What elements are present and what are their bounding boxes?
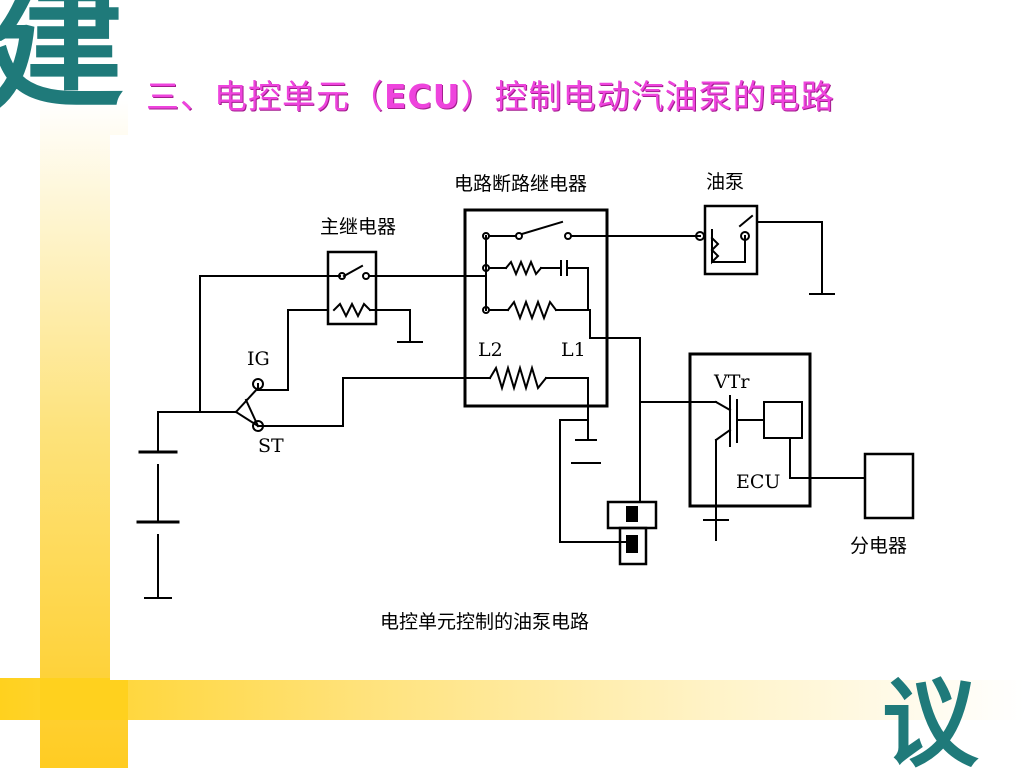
title-prefix: 三、电控单元（ [146,77,384,116]
fuel-pump-label: 油泵 [706,171,744,193]
distributor-label: 分电器 [850,535,907,557]
fuel-pump-switch-sensor [606,500,658,566]
ignition-switch [157,275,264,432]
decor-glyph-top: 建 [0,0,125,128]
diagram-caption: 电控单元控制的油泵电路 [380,611,589,633]
distributor-block [863,452,915,520]
ig-label: IG [247,348,270,370]
l2-label: L2 [478,339,503,361]
battery [136,411,180,599]
title-suffix: ）控制电动汽油泵的电路 [460,77,835,116]
ecu-label: ECU [736,471,780,493]
decor-horizontal-bar [0,678,1024,720]
st-label: ST [258,435,284,457]
vtr-label: VTr [713,371,750,393]
l1-label: L1 [561,339,586,361]
ecu-block [688,352,866,541]
circuit-opening-relay [459,208,701,543]
title-acronym: ECU [384,77,461,116]
page-title: 三、电控单元（ECU）控制电动汽油泵的电路 [146,70,835,118]
circuit-opening-relay-label: 电路断路继电器 [454,173,587,195]
main-relay [199,250,463,343]
fuel-pump [695,204,835,295]
main-relay-label: 主继电器 [320,216,396,238]
decor-bar-intersection [40,678,128,720]
decor-glyph-bottom: 议 [882,667,978,780]
